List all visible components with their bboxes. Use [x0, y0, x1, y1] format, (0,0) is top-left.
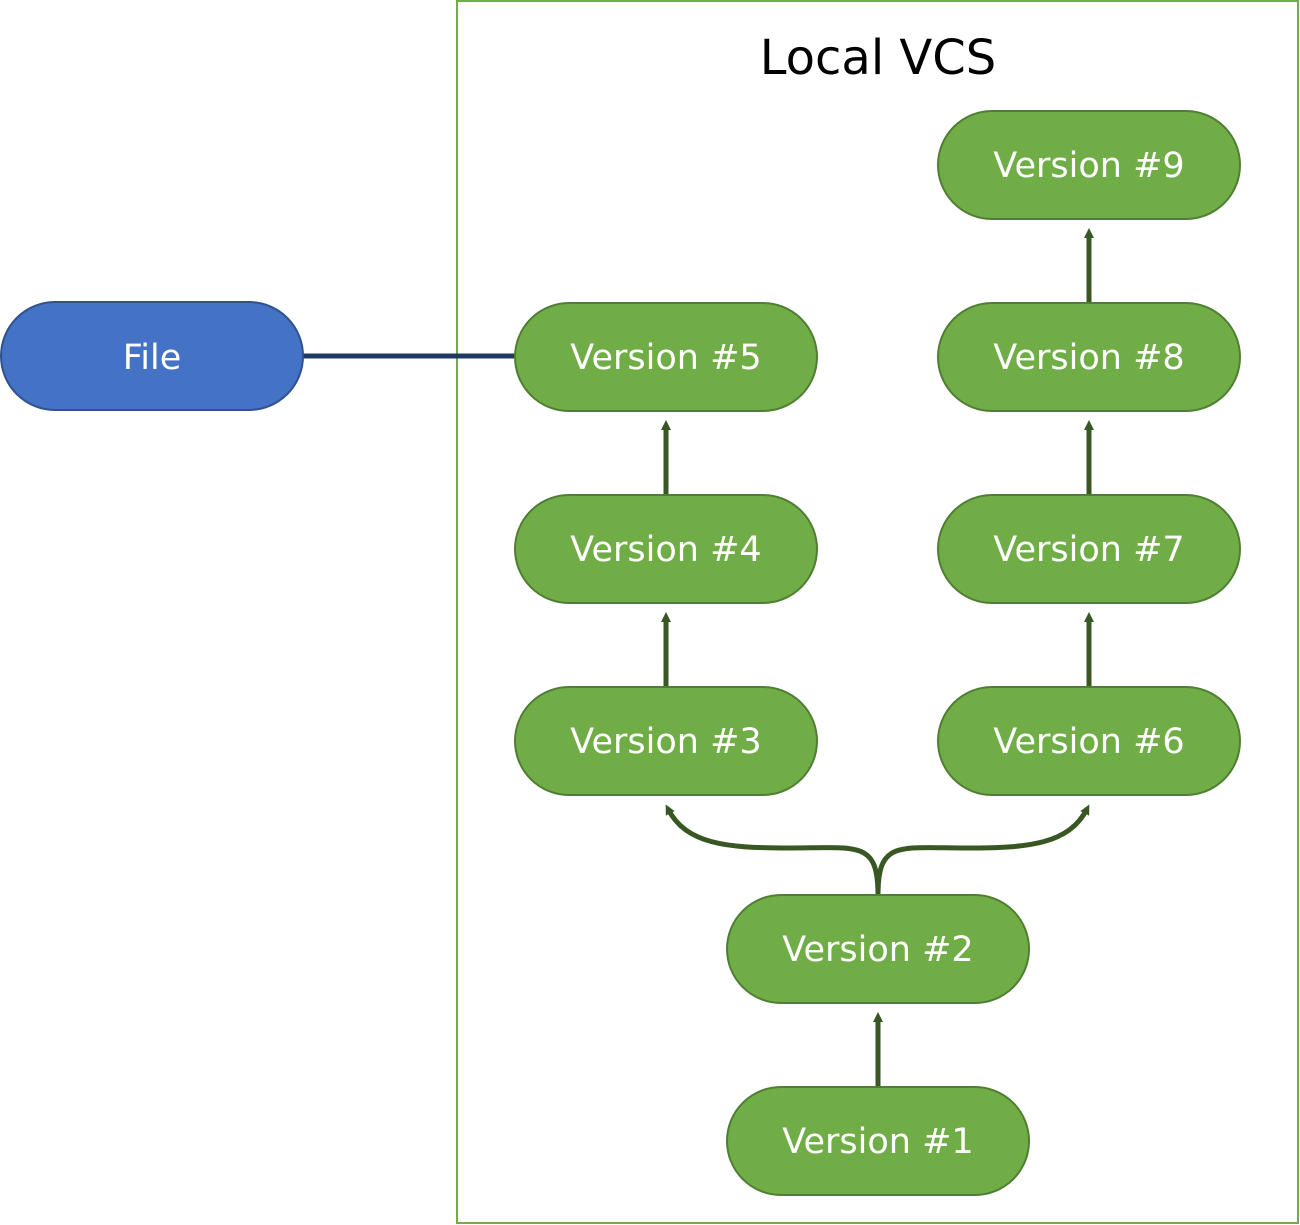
file-node[interactable]: File: [0, 301, 304, 411]
version-node-1[interactable]: Version #1: [726, 1086, 1030, 1196]
version-node-8-shape[interactable]: [937, 302, 1241, 412]
container-title: Local VCS: [760, 30, 996, 86]
edge-v2-to-v3: [665, 804, 881, 896]
version-node-3-label: Version #3: [570, 722, 761, 762]
version-node-7[interactable]: Version #7: [937, 494, 1241, 604]
version-node-4-label: Version #4: [570, 530, 761, 570]
version-node-8-label: Version #8: [993, 338, 1184, 378]
version-node-4[interactable]: Version #4: [514, 494, 818, 604]
version-node-5-label: Version #5: [570, 338, 761, 378]
version-node-8[interactable]: Version #8: [937, 302, 1241, 412]
version-node-5-shape[interactable]: [514, 302, 818, 412]
version-node-3-shape[interactable]: [514, 686, 818, 796]
version-node-3[interactable]: Version #3: [514, 686, 818, 796]
version-node-9-shape[interactable]: [937, 110, 1241, 220]
version-node-6-label: Version #6: [993, 722, 1184, 762]
version-nodes: Version #1 Version #2 Version #3 Version #4…: [514, 110, 1241, 1196]
version-node-2-label: Version #2: [782, 930, 973, 970]
file-node-shape[interactable]: [0, 301, 304, 411]
version-node-7-label: Version #7: [993, 530, 1184, 570]
version-node-1-shape[interactable]: [726, 1086, 1030, 1196]
local-vcs-container: [456, 0, 1299, 1224]
version-node-2-shape[interactable]: [726, 894, 1030, 1004]
version-node-6[interactable]: Version #6: [937, 686, 1241, 796]
version-node-1-label: Version #1: [782, 1122, 973, 1162]
version-node-2[interactable]: Version #2: [726, 894, 1030, 1004]
version-edges: [661, 228, 1094, 1087]
version-node-7-shape[interactable]: [937, 494, 1241, 604]
version-node-5[interactable]: Version #5: [514, 302, 818, 412]
edge-v2-to-v6: [875, 804, 1090, 896]
version-node-9-label: Version #9: [993, 146, 1184, 186]
version-node-6-shape[interactable]: [937, 686, 1241, 796]
version-node-9[interactable]: Version #9: [937, 110, 1241, 220]
file-node-label: File: [123, 338, 182, 378]
version-node-4-shape[interactable]: [514, 494, 818, 604]
